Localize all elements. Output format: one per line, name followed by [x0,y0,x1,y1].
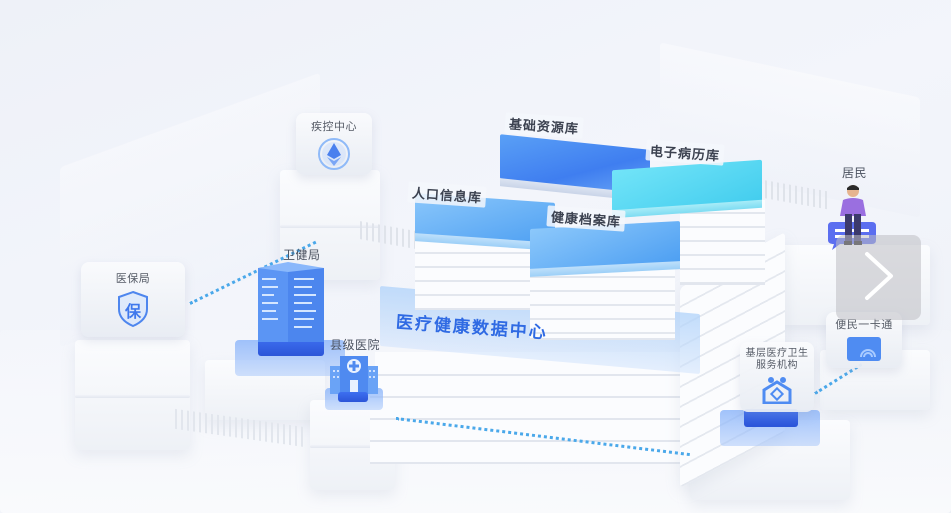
node-primary-care: 基层医疗卫生 服务机构 [740,342,814,412]
stack-layer [370,440,690,464]
node-label-line-1: 基层医疗卫生 [745,348,809,359]
shield-bao-icon: 保 [116,290,150,328]
county-hospital-platform-top [338,392,368,402]
ethereum-diamond-icon [317,137,351,175]
block-divider [310,445,395,448]
node-label-health-bureau: 卫健局 [283,248,321,262]
stack-layer [370,374,710,398]
primary-care-platform-top [744,409,798,427]
node-label-line-2: 服务机构 [756,360,798,371]
node-label: 便民一卡通 [835,318,893,331]
node-label: 医保局 [115,272,151,285]
community-house-icon [762,376,792,408]
node-medical-insurance: 医保局 保 [81,262,185,337]
db-label-basic-resources: 基础资源库 [504,112,584,139]
node-disease-control: 疾控中心 [296,113,372,175]
db-label-emr: 电子病历库 [645,139,725,166]
node-label-residents: 居民 [842,166,868,180]
stack-layer [370,418,690,442]
stack-layer [370,396,700,420]
office-building-icon [258,262,324,342]
node-label-county-hospital: 县级医院 [330,338,381,352]
carousel-next-button[interactable] [836,235,921,320]
card-nfc-icon [847,337,881,365]
block-divider [75,395,190,398]
stack-pillar [680,200,765,285]
stack-pillar [415,240,530,310]
chevron-right-icon [861,250,897,306]
node-citizen-card: 便民一卡通 [826,312,902,368]
block-divider [280,225,380,228]
health-bureau-platform-top [258,338,324,356]
node-label: 疾控中心 [311,120,357,133]
hospital-icon [330,352,378,400]
